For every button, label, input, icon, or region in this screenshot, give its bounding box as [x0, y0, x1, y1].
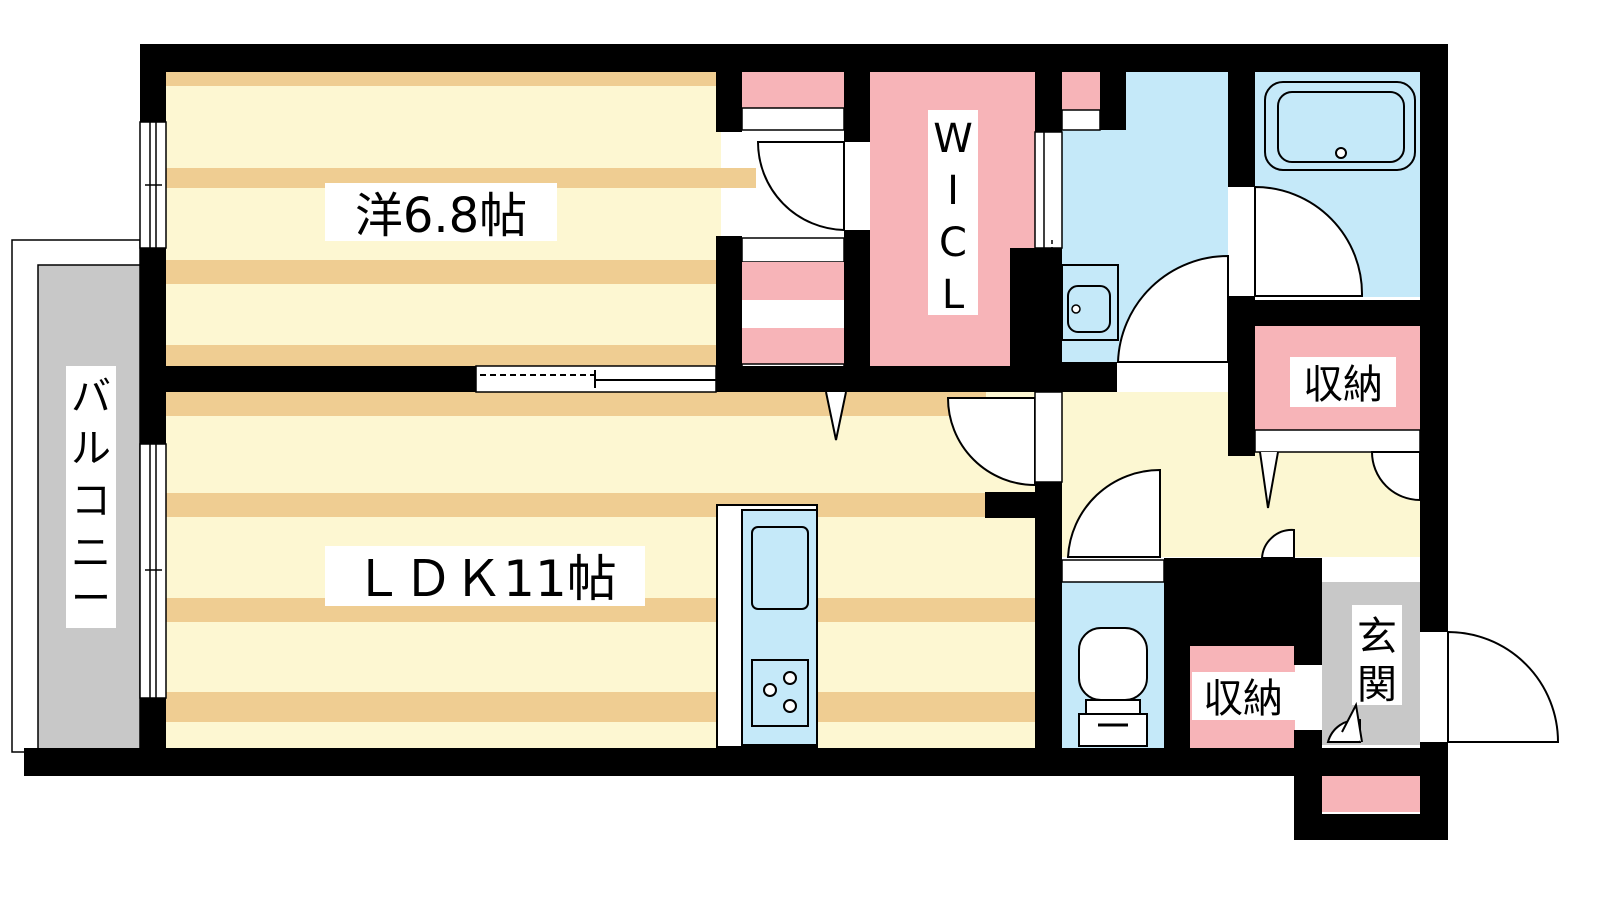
stove-icon — [751, 659, 809, 727]
western-room-closets — [741, 72, 845, 385]
wic-label-c: C — [939, 220, 967, 266]
balcony-label-5: ー — [71, 576, 111, 622]
storage-upper-label: 収納 — [1303, 362, 1383, 408]
balcony-label-4: ニ — [71, 530, 111, 576]
storage-upper-label-box — [1290, 357, 1396, 407]
western-room-label-box — [325, 183, 557, 241]
ldk-floor — [166, 392, 1042, 752]
folding-door-marks — [825, 391, 1363, 743]
sliding-door — [475, 365, 717, 393]
balcony-label-2: ル — [71, 426, 111, 472]
walls — [24, 44, 1448, 840]
balcony-label-3: コ — [71, 478, 111, 524]
storage-lower-label-box — [1192, 672, 1295, 720]
balcony — [11, 239, 141, 753]
entrance-label-2: 関 — [1357, 662, 1397, 708]
bathtub-icon — [1264, 81, 1416, 171]
washroom-window — [1034, 131, 1063, 483]
ldk-label-box — [325, 546, 645, 606]
toilet-icon — [1078, 627, 1148, 747]
entrance-label-box — [1352, 605, 1402, 705]
wic-label-w: W — [933, 116, 973, 162]
wic-label-i: I — [947, 168, 959, 214]
ldk-label: ＬＤＫ11帖 — [353, 550, 617, 608]
washbasin-icon — [1061, 264, 1119, 341]
door-swings — [756, 141, 1560, 743]
walk-in-closet-label-box — [928, 110, 978, 315]
shoe-closet-bottom — [1322, 772, 1420, 812]
kitchen-counter — [716, 504, 818, 748]
wic-label-l: L — [942, 272, 965, 318]
balcony-label-1: バ — [71, 374, 111, 420]
entrance-label-1: 玄 — [1357, 614, 1397, 660]
western-room-label: 洋6.8帖 — [355, 188, 527, 244]
storage-lower-label: 収納 — [1203, 676, 1283, 722]
windows — [139, 121, 167, 699]
